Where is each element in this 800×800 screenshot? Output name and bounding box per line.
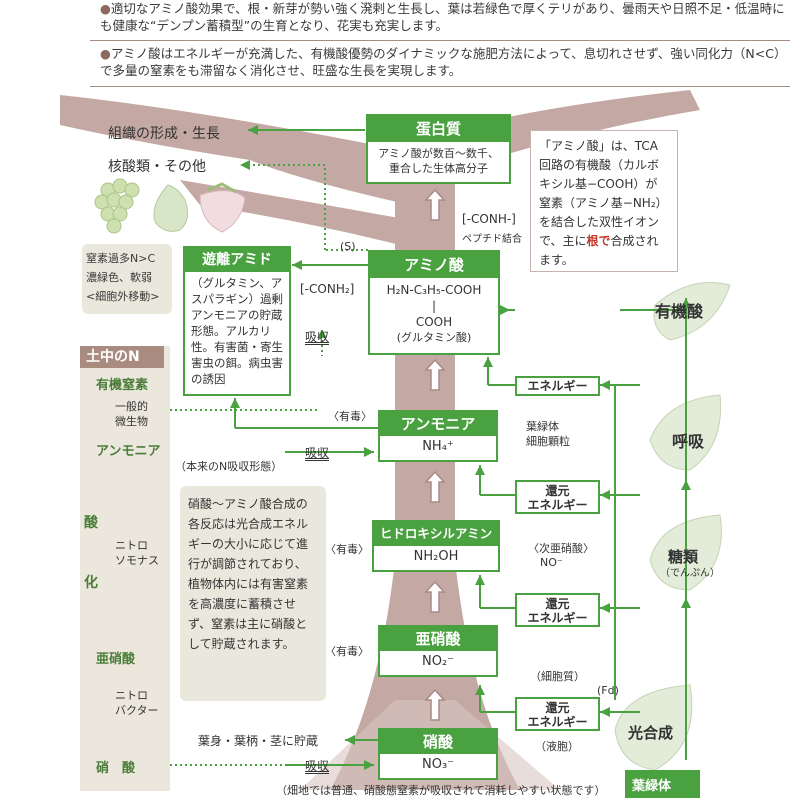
ammonia-box: アンモニア NH₄⁺ <box>378 410 498 462</box>
absorb-label-amino: 吸収 <box>305 330 330 344</box>
soil-oxidation-2: 化 <box>84 575 98 591</box>
soil-microbe-1: 一般的 <box>115 400 148 413</box>
absorb-label-nitrate: 吸収 <box>305 759 330 773</box>
amino-title: アミノ酸 <box>370 252 498 278</box>
chloroplast-badge: 葉緑体 <box>632 779 672 794</box>
energy-badge-amino: エネルギー <box>515 376 600 396</box>
photosynthesis-label: 光合成 <box>628 724 674 742</box>
bullet-icon: ● <box>100 1 111 16</box>
chloro-loc-1: 葉緑体 <box>526 420 559 433</box>
soil-nitroso-1: ニトロ <box>115 539 148 552</box>
reduction-badge-hydroxyl: 還元エネルギー <box>515 593 600 627</box>
soil-oxidation-1: 酸 <box>84 515 98 531</box>
intro-paragraph-1: ●適切なアミノ酸効果で、根・新芽が勢い強く溌剌と生長し、葉は若緑色で厚くテリがあ… <box>100 1 785 33</box>
tree-branch-left <box>60 95 410 205</box>
excess-nitrogen-panel: 窒素過多N>C 濃緑色、軟弱 <細胞外移動> <box>82 244 172 314</box>
toxic-label-ammonia: 〈有毒〉 <box>328 410 372 423</box>
up-arrow <box>424 188 446 221</box>
up-arrow <box>424 358 446 391</box>
leaf-chloroplast-badge <box>625 770 700 798</box>
amino-note: 「アミノ酸」は、TCA回路の有機酸（カルボキシル基−COOH）が窒素（アミノ基−… <box>530 130 678 272</box>
sugars-label: 糖類 <box>668 548 699 566</box>
fig-icon <box>153 184 189 232</box>
divider <box>90 86 790 87</box>
protein-title: 蛋白質 <box>368 116 509 142</box>
nitrate-title: 硝酸 <box>380 730 496 754</box>
vacuole-label: （液胞） <box>535 740 579 753</box>
footer-note: （畑地では普通、硝酸態窒素が吸収されて消耗しやすい状態です） <box>276 784 606 797</box>
hyponitrite-1: 〈次亜硝酸〉 <box>528 542 594 555</box>
soil-organic: 有機窒素 <box>96 378 149 393</box>
fd-label: (Fd) <box>597 684 619 697</box>
storage-label: 葉身・葉柄・茎に貯蔵 <box>198 734 319 748</box>
nitrite-formula: NO₂⁻ <box>421 654 455 669</box>
amino-acid-box: アミノ酸 H₂N-C₃H₅-COOH | COOH (グルタミン酸) <box>368 250 500 355</box>
grape-icon <box>94 178 140 234</box>
up-arrow <box>424 470 446 503</box>
amino-formula: H₂N-C₃H₅-COOH <box>386 283 482 297</box>
peptide-label: ペプチド結合 <box>462 234 522 245</box>
free-amide-desc: （グルタミン、アスパラギン）過剰アンモニアの貯蔵形態。アルカリ性。有害菌・寄生害… <box>191 276 283 386</box>
hydroxyl-title: ヒドロキシルアミン <box>374 522 498 546</box>
free-amide-box: 遊離アミド （グルタミン、アスパラギン）過剰アンモニアの貯蔵形態。アルカリ性。有… <box>183 246 291 396</box>
sulfur-label: (S) <box>340 240 356 253</box>
conh2-label: [-CONH₂] <box>300 282 355 296</box>
reduction-badge-nitrite: 還元エネルギー <box>515 697 600 731</box>
leaf-photosynthesis <box>614 684 693 771</box>
tissue-label: 組織の形成・生長 <box>108 126 220 142</box>
nucleic-label: 核酸類・その他 <box>108 159 206 175</box>
amino-name: (グルタミン酸) <box>396 331 472 344</box>
soil-microbe-2: 微生物 <box>115 415 148 428</box>
divider <box>90 40 790 41</box>
nitrate-note-panel: 硝酸〜アミノ酸合成の各反応は光合成エネルギーの大小に応じて進行が調節されており、… <box>180 486 326 701</box>
amino-cooh: COOH <box>415 315 453 329</box>
hydroxyl-formula: NH₂OH <box>413 549 459 564</box>
excess-line-1: 窒素過多N>C <box>86 252 156 265</box>
sugars-sublabel: （でんぷん） <box>660 568 720 579</box>
bullet-icon: ● <box>100 46 111 61</box>
strawberry-icon <box>199 190 246 233</box>
protein-box: 蛋白質 アミノ酸が数百〜数千、重合した生体高分子 <box>366 114 511 184</box>
cytoplasm-label: （細胞質） <box>530 670 585 683</box>
toxic-label-nitrite: 〈有毒〉 <box>325 645 369 658</box>
nitrite-title: 亜硝酸 <box>380 627 496 651</box>
chloro-loc-2: 細胞顆粒 <box>526 435 570 448</box>
soil-nitrite: 亜硝酸 <box>96 652 136 667</box>
hydroxylamine-box: ヒドロキシルアミン NH₂OH <box>372 520 500 572</box>
soil-nitroso-2: ソモナス <box>115 554 159 567</box>
excess-line-3: <細胞外移動> <box>86 290 160 303</box>
soil-ammonia-note: （本来のN吸収形態） <box>175 460 283 473</box>
absorb-label-ammonia: 吸収 <box>305 446 330 460</box>
excess-line-2: 濃緑色、軟弱 <box>86 271 152 284</box>
free-amide-title: 遊離アミド <box>185 248 289 272</box>
organic-acid-label: 有機酸 <box>655 302 704 321</box>
ammonia-formula: NH₄⁺ <box>422 439 454 454</box>
amino-bar: | <box>431 299 437 313</box>
up-arrow <box>424 688 446 721</box>
leaf-organic-acid <box>653 282 731 341</box>
peptide-formula: [-CONH-] <box>462 212 516 226</box>
hyponitrite-2: NO⁻ <box>540 556 563 569</box>
soil-title: 土中のN <box>80 346 164 368</box>
nitrate-formula: NO₃⁻ <box>421 757 455 772</box>
respiration-label: 呼吸 <box>672 432 705 451</box>
soil-nitro-b-2: バクター <box>115 704 159 717</box>
nitrite-box: 亜硝酸 NO₂⁻ <box>378 625 498 677</box>
soil-nitro-b-1: ニトロ <box>115 689 148 702</box>
intro-paragraph-2: ●アミノ酸はエネルギーが充満した、有機酸優勢のダイナミックな施肥方法によって、息… <box>100 46 787 78</box>
toxic-label-hydroxyl: 〈有毒〉 <box>325 543 369 556</box>
protein-desc: アミノ酸が数百〜数千、重合した生体高分子 <box>378 147 499 175</box>
soil-nitrate: 硝 酸 <box>96 761 136 776</box>
soil-ammonia: アンモニア <box>96 444 161 459</box>
nitrate-box: 硝酸 NO₃⁻ <box>378 728 498 780</box>
up-arrow <box>424 580 446 613</box>
ammonia-title: アンモニア <box>380 412 496 436</box>
soil-panel <box>80 346 170 791</box>
reduction-badge-ammonia: 還元エネルギー <box>515 480 600 514</box>
